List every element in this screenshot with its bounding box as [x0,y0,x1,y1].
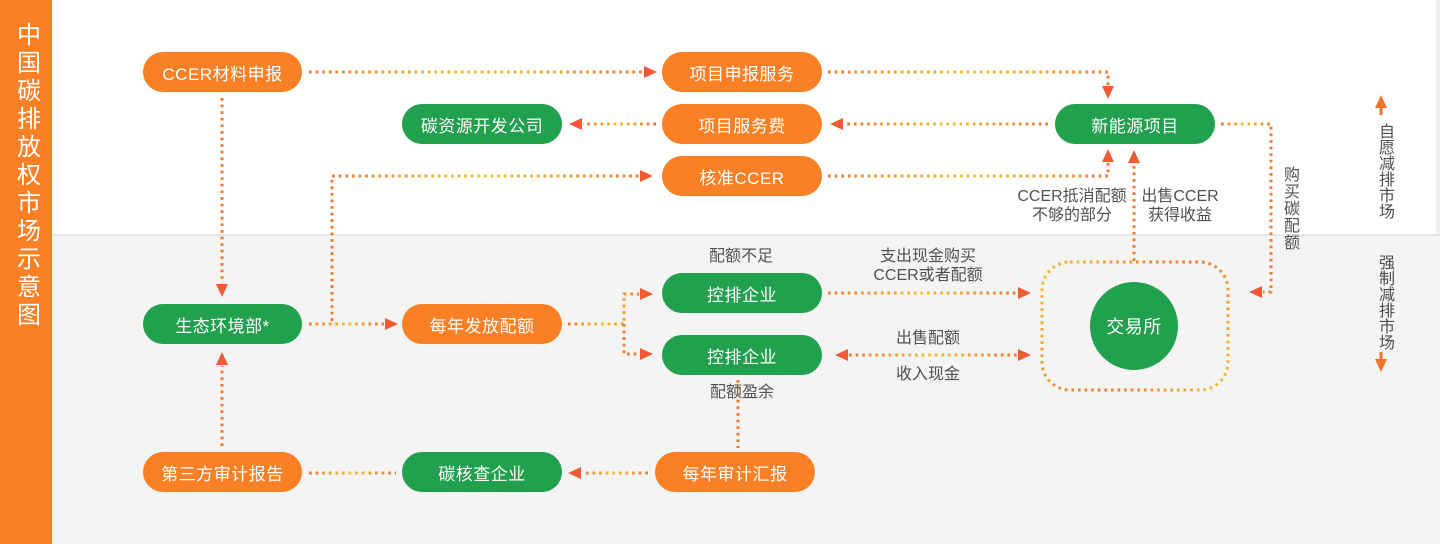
node-ministry-ecology: 生态环境部* [143,304,302,344]
node-project-apply-service: 项目申报服务 [662,52,822,92]
edge-new-energy-to-project-fee-arrowhead [830,118,843,130]
quota-shortage-label: 配额不足 [708,247,773,265]
node-third-party-audit-report: 第三方审计报告 [143,452,302,492]
pay-cash-label: 支出现金购买 CCER或者配额 [873,248,983,284]
sidebar-title-bar: 中国碳排放权市场示意图 [0,0,52,544]
edge-approved-ccer-to-new-energy [828,162,1110,178]
quota-surplus-label: 配额盈余 [709,383,774,401]
edge-project-fee-to-carbon-dev-arrowhead [569,118,582,130]
voluntary-market-arrow-arrowhead [1375,95,1387,108]
node-annual-quota-issue: 每年发放配额 [402,304,562,344]
node-controlled-emitter-short: 控排企业 [662,273,822,313]
node-carbon-dev-company: 碳资源开发公司 [402,104,562,144]
income-cash-label: 收入现金 [895,365,960,383]
mandatory-market-label: 强制减排市场 [1376,254,1393,350]
buy-carbon-quota-label: 购买碳配额 [1281,165,1298,251]
node-approved-ccer: 核准CCER [662,156,822,196]
node-annual-audit-report: 每年审计汇报 [655,452,815,492]
node-ccer-material: CCER材料申报 [143,52,302,92]
voluntary-market-label: 自愿减排市场 [1376,123,1393,219]
edge-approved-ccer-to-new-energy-arrowhead [1102,149,1114,162]
node-exchange: 交易所 [1090,282,1178,370]
diagram-title: 中国碳排放权市场示意图 [12,22,40,330]
edge-ccer-material-to-project-apply-arrowhead [644,66,657,78]
sell-ccer-label: 出售CCER 获得收益 [1141,188,1219,224]
node-carbon-verify-company: 碳核查企业 [402,452,562,492]
sell-quota-label: 出售配额 [895,329,960,347]
right-edge-strip [1436,0,1440,234]
node-new-energy-project: 新能源项目 [1055,104,1215,144]
edge-project-apply-to-new-energy [828,70,1110,86]
edge-ministry-to-approved-ccer-arrowhead [640,170,653,182]
node-controlled-emitter-surplus: 控排企业 [662,335,822,375]
node-project-service-fee: 项目服务费 [662,104,822,144]
ccer-offset-label: CCER抵消配额 不够的部分 [1017,188,1127,224]
edge-project-apply-to-new-energy-arrowhead [1102,86,1114,99]
edge-exchange-to-new-energy-arrowhead [1128,150,1140,163]
